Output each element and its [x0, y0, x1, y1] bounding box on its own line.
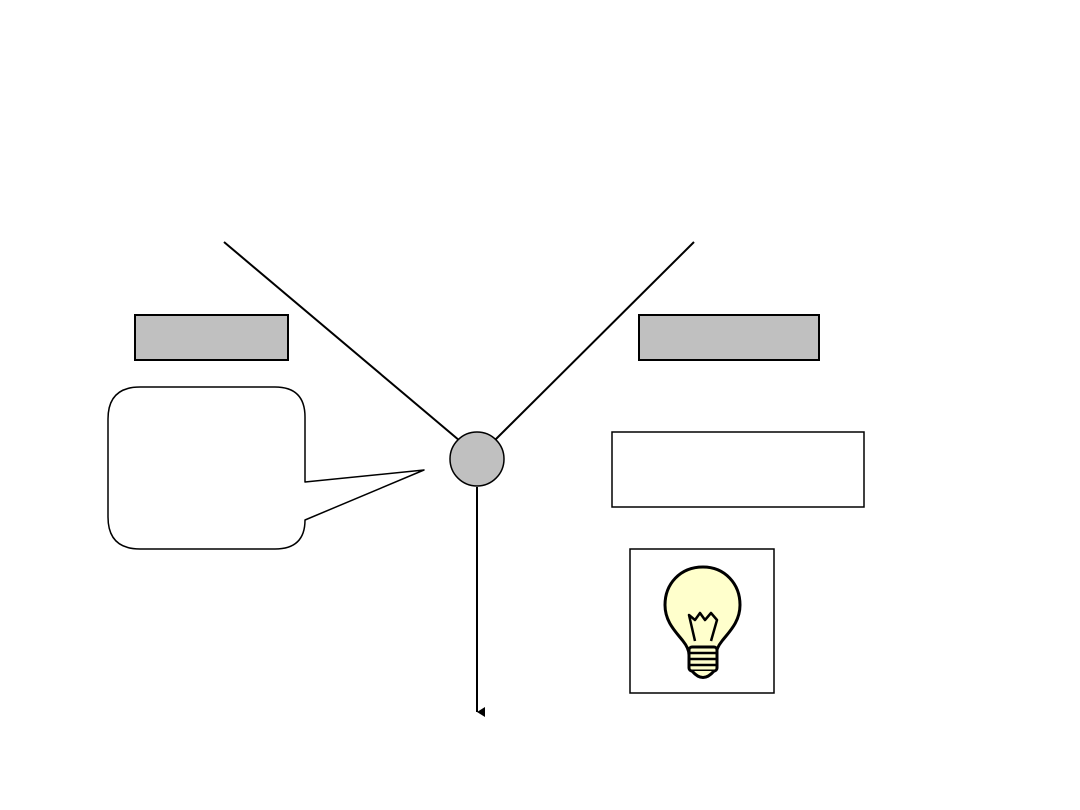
left-input-line [223, 241, 461, 442]
right-label-box [638, 314, 820, 361]
left-label-box [134, 314, 289, 361]
info-box [611, 431, 865, 508]
lightbulb-box [629, 548, 775, 694]
junction-node [449, 431, 505, 487]
callout-bubble [107, 386, 425, 550]
lightbulb-icon [663, 565, 742, 679]
right-input-line [493, 241, 695, 442]
